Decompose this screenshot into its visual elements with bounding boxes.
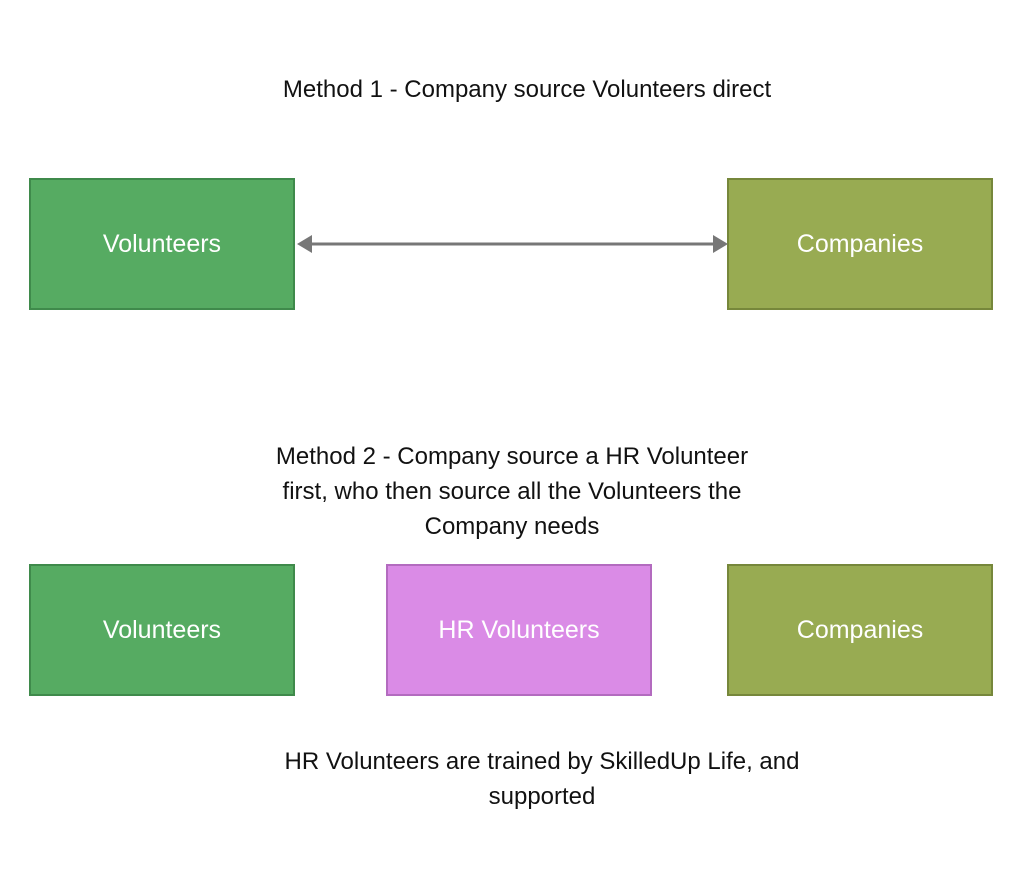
method1-volunteers-label: Volunteers [102,229,222,258]
method1-companies-label: Companies [796,229,924,258]
footer-note: HR Volunteers are trained by SkilledUp L… [284,748,800,810]
method2-title: Method 2 - Company source a HR Volunteer… [275,443,749,540]
method2-volunteers-box: Volunteers [29,564,295,696]
method2-companies-box: Companies [727,564,993,696]
method1-title: Method 1 - Company source Volunteers dir… [282,76,772,103]
method2-hr-volunteers-label: HR Volunteers [438,615,600,644]
method2-volunteers-label: Volunteers [102,615,222,644]
method2-companies-label: Companies [796,615,924,644]
arrowhead-right-icon [713,235,728,253]
method1-companies-box: Companies [727,178,993,310]
method2-hr-volunteers-box: HR Volunteers [386,564,652,696]
arrowhead-left-icon [297,235,312,253]
method1-volunteers-box: Volunteers [29,178,295,310]
